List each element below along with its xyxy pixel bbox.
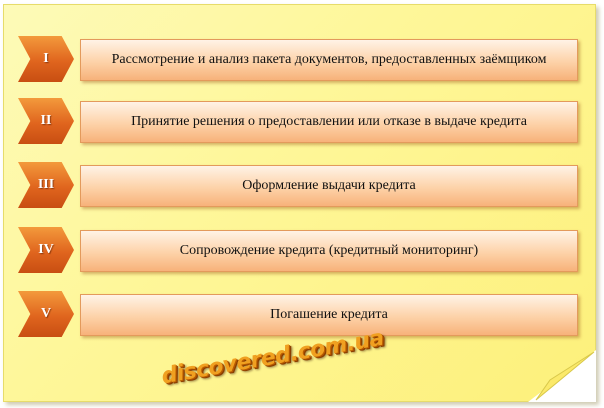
step-3-text: Оформление выдачи кредита [242, 178, 416, 193]
step-5-chevron: V [18, 291, 74, 337]
step-3-box: Оформление выдачи кредита [80, 165, 578, 207]
step-3-chevron: III [18, 162, 74, 208]
step-4-chevron: IV [18, 227, 74, 273]
step-2-numeral: II [40, 113, 52, 128]
page-curl [528, 350, 596, 402]
step-5: V Погашение кредита [18, 291, 578, 337]
step-3-numeral: III [37, 177, 55, 192]
step-4-box: Сопровождение кредита (кредитный монитор… [80, 230, 578, 272]
step-2: II Принятие решения о предоставлении или… [18, 98, 578, 144]
step-2-chevron: II [18, 98, 74, 144]
step-5-box: Погашение кредита [80, 294, 578, 336]
step-1-box: Рассмотрение и анализ пакета документов,… [80, 39, 578, 81]
step-1-numeral: I [43, 51, 49, 66]
step-2-box: Принятие решения о предоставлении или от… [80, 101, 578, 143]
step-2-text: Принятие решения о предоставлении или от… [131, 114, 527, 129]
step-4-text: Сопровождение кредита (кредитный монитор… [179, 243, 479, 258]
step-4-numeral: IV [38, 242, 54, 257]
step-5-numeral: V [40, 306, 52, 321]
step-5-text: Погашение кредита [270, 307, 388, 322]
step-1-chevron: I [18, 36, 74, 82]
step-4: IV Сопровождение кредита (кредитный мони… [18, 227, 578, 273]
step-3: III Оформление выдачи кредита [18, 162, 578, 208]
step-1: I Рассмотрение и анализ пакета документо… [18, 36, 578, 82]
step-1-text: Рассмотрение и анализ пакета документов,… [111, 52, 547, 67]
